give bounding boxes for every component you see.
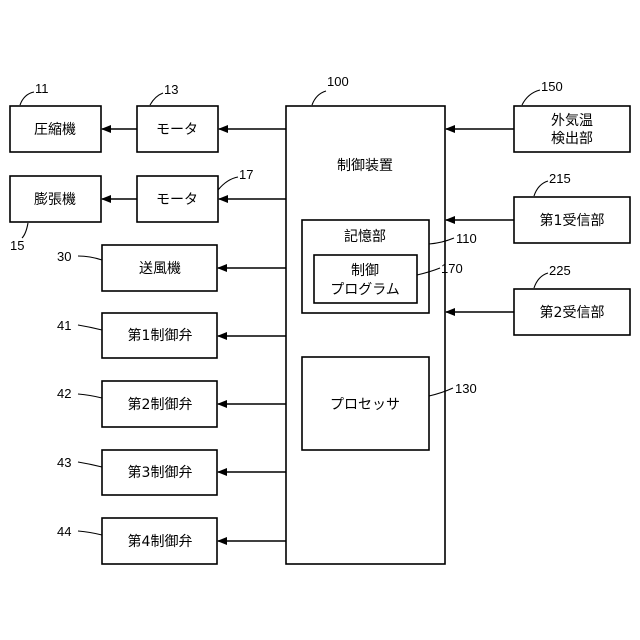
valve1-label: 第1制御弁 [128, 327, 193, 344]
ref-17: 17 [239, 167, 253, 182]
leader-30 [78, 256, 102, 260]
ref-44: 44 [57, 524, 71, 539]
valve2-label: 第2制御弁 [128, 396, 193, 413]
ref-100: 100 [327, 74, 349, 89]
ref-42: 42 [57, 386, 71, 401]
ref-41: 41 [57, 318, 71, 333]
outdoor-temp-label-line2: 検出部 [551, 131, 593, 147]
compressor-label: 圧縮機 [34, 122, 76, 138]
expander-block: 膨張機 [10, 176, 101, 222]
receiver1-block: 第1受信部 [514, 197, 630, 243]
valve1-block: 第1制御弁 [102, 313, 217, 358]
controller-label: 制御装置 [337, 158, 393, 174]
blower-block: 送風機 [102, 245, 217, 291]
leader-225 [534, 273, 548, 288]
ref-215: 215 [549, 171, 571, 186]
leader-43 [78, 462, 102, 467]
leader-150 [522, 90, 540, 105]
valve2-block: 第2制御弁 [102, 381, 217, 427]
valve3-block: 第3制御弁 [102, 450, 217, 495]
outdoor-temp-label-line1: 外気温 [551, 113, 593, 129]
motor2-block: モータ [137, 176, 218, 222]
ref-170: 170 [441, 261, 463, 276]
motor1-label: モータ [156, 122, 198, 138]
controller-block: 制御装置 [286, 106, 445, 564]
leader-11 [20, 92, 34, 105]
ref-110: 110 [456, 231, 477, 246]
valve3-label: 第3制御弁 [128, 464, 193, 481]
program-block: 制御 プログラム [314, 255, 417, 303]
expander-label: 膨張機 [34, 191, 76, 208]
ref-150: 150 [541, 79, 563, 94]
leader-44 [78, 531, 102, 535]
blower-label: 送風機 [139, 261, 181, 277]
program-label-line1: 制御 [351, 263, 379, 279]
receiver2-block: 第2受信部 [514, 289, 630, 335]
ref-13: 13 [164, 82, 178, 97]
ref-30: 30 [57, 249, 71, 264]
compressor-block: 圧縮機 [10, 106, 101, 152]
motor2-label: モータ [156, 192, 198, 208]
leader-41 [78, 325, 102, 330]
ref-225: 225 [549, 263, 571, 278]
leader-15 [22, 223, 28, 238]
leader-100 [312, 91, 326, 105]
leader-215 [534, 181, 548, 196]
receiver2-label: 第2受信部 [540, 304, 605, 321]
motor1-block: モータ [137, 106, 218, 152]
ref-130: 130 [455, 381, 477, 396]
leader-13 [150, 93, 163, 105]
leader-42 [78, 394, 102, 398]
ref-15: 15 [10, 238, 24, 253]
receiver1-label: 第1受信部 [540, 212, 605, 229]
processor-block: プロセッサ [302, 357, 429, 450]
memory-label: 記憶部 [344, 228, 386, 245]
outdoor-temp-block: 外気温 検出部 [514, 106, 630, 152]
program-label-line2: プログラム [330, 282, 400, 298]
valve4-label: 第4制御弁 [128, 533, 193, 550]
valve4-block: 第4制御弁 [102, 518, 217, 564]
ref-11: 11 [35, 81, 49, 96]
ref-43: 43 [57, 455, 71, 470]
processor-label: プロセッサ [330, 397, 400, 413]
leader-17 [218, 177, 238, 190]
